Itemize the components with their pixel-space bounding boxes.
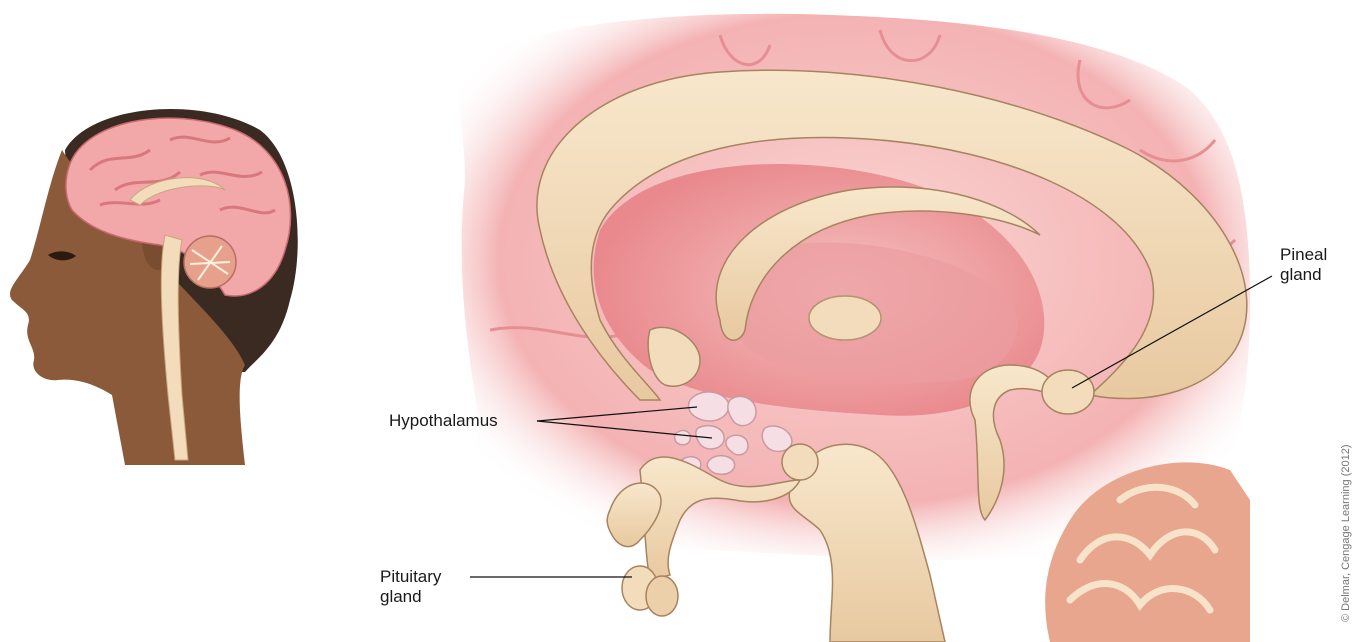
copyright-credit: © Delmar, Cengage Learning (2012) bbox=[1340, 445, 1352, 623]
pineal-gland bbox=[1042, 370, 1094, 414]
massa-intermedia bbox=[809, 296, 881, 340]
pituitary-label: Pituitary gland bbox=[380, 567, 441, 607]
pineal-label-line1: Pineal bbox=[1280, 245, 1327, 265]
mamillary-body bbox=[782, 444, 818, 480]
pineal-label: Pineal gland bbox=[1280, 245, 1327, 285]
head-thumbnail bbox=[10, 109, 298, 465]
brain-cross-section bbox=[460, 14, 1250, 642]
hypothalamus-label-text: Hypothalamus bbox=[389, 411, 498, 431]
hypothalamus-label: Hypothalamus bbox=[389, 411, 498, 431]
pituitary-label-line2: gland bbox=[380, 587, 441, 607]
pineal-label-line2: gland bbox=[1280, 265, 1327, 285]
pituitary-label-line1: Pituitary bbox=[380, 567, 441, 587]
